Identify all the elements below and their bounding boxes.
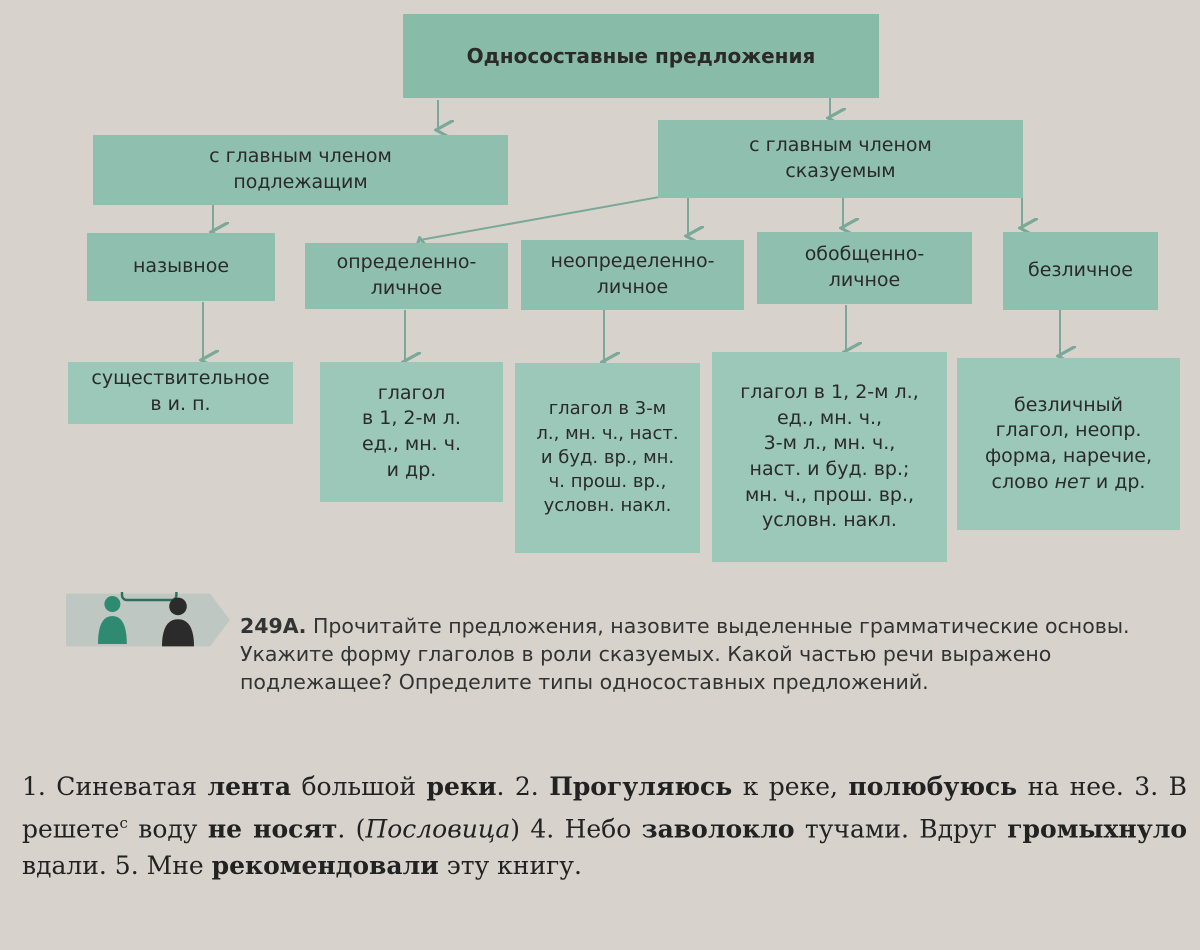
grammar-base: рекомендовали	[211, 851, 439, 881]
form-generalized-label: глагол в 1, 2-м л., ед., мн. ч., 3-м л.,…	[740, 381, 919, 532]
type-impersonal-box: безличное	[1003, 232, 1158, 310]
grammar-base: реки	[426, 772, 497, 801]
form-impersonal-main: безличный глагол, неопр. форма, наречие,…	[984, 393, 1153, 493]
speech-bubble-icon	[120, 592, 178, 602]
type-generalized-box: обобщенно- личное	[757, 232, 972, 304]
form-impersonal-text: безличный глагол, неопр. форма, наречие,…	[985, 393, 1152, 496]
type-nominative-label: назывное	[132, 255, 230, 278]
person-teal-icon	[98, 596, 127, 644]
sentence-text: воду	[127, 814, 208, 844]
task-249a: 249А. Прочитайте предложения, назовите в…	[240, 612, 1185, 696]
arrow-predicate-definite	[420, 195, 666, 240]
subject-main-label: с главным членом подлежащим	[209, 145, 392, 193]
source-label: Пословица	[365, 814, 511, 844]
root-label: Односоставные предложения	[466, 43, 816, 68]
form-impersonal-italic: нет	[1054, 470, 1090, 493]
type-definite-box: определенно- личное	[305, 243, 508, 309]
form-generalized-box: глагол в 1, 2-м л., ед., мн. ч., 3-м л.,…	[712, 352, 947, 562]
discussion-banner	[66, 592, 230, 647]
form-impersonal-box: безличный глагол, неопр. форма, наречие,…	[957, 358, 1180, 530]
sentence-text: эту книгу.	[438, 851, 582, 881]
grammar-base: не носят	[207, 814, 338, 844]
type-nominative-box: назывное	[87, 233, 275, 301]
sentence-text: 1. Синеватая	[22, 772, 208, 801]
sentence-text: вдали. 5. Мне	[22, 851, 212, 881]
sentence-text: тучами. Вдруг	[794, 814, 1008, 844]
form-definite-box: глагол в 1, 2-м л. ед., мн. ч. и др.	[320, 362, 503, 502]
diagram-arrows	[0, 85, 1200, 600]
grammar-base: заволокло	[641, 814, 795, 844]
exercise-sentences: 1. Синеватая лента большой реки. 2. Прог…	[22, 768, 1187, 884]
sentence-text: . (	[337, 814, 366, 844]
sentence-text: на нее. 3. В решете	[22, 772, 1187, 844]
form-nominative-label: существительное в и. п.	[91, 367, 270, 415]
form-definite-label: глагол в 1, 2-м л. ед., мн. ч. и др.	[361, 381, 462, 481]
sentence-text: большой	[291, 772, 427, 801]
sentence-text: . 2.	[496, 772, 550, 801]
person-dark-icon	[162, 597, 194, 647]
form-impersonal-end: и др.	[1089, 470, 1146, 493]
grammar-base: Прогуляюсь	[549, 772, 733, 801]
task-text: Прочитайте предложения, назовите выделен…	[240, 614, 1130, 694]
grammar-base: лента	[207, 772, 292, 801]
task-number: 249А.	[240, 614, 307, 638]
predicate-main-label: с главным членом сказуемым	[749, 134, 932, 182]
form-nominative-box: существительное в и. п.	[68, 362, 293, 424]
type-indefinite-box: неопределенно- личное	[521, 240, 744, 310]
form-indefinite-box: глагол в 3-м л., мн. ч., наст. и буд. вр…	[515, 363, 700, 553]
type-indefinite-label: неопределенно- личное	[550, 250, 715, 298]
grammar-base: полюбуюсь	[848, 772, 1018, 801]
form-indefinite-label: глагол в 3-м л., мн. ч., наст. и буд. вр…	[536, 398, 679, 517]
sentence-text: ) 4. Небо	[510, 814, 642, 844]
type-definite-label: определенно- личное	[336, 251, 477, 299]
footnote-mark: с	[119, 814, 128, 832]
subject-main-box: с главным членом подлежащим	[93, 135, 508, 205]
predicate-main-box: с главным членом сказуемым	[658, 120, 1023, 198]
sentence-text: к реке,	[732, 772, 849, 801]
root-box: Односоставные предложения	[403, 14, 879, 98]
type-generalized-label: обобщенно- личное	[804, 243, 925, 291]
banner-arrow-shape	[66, 593, 230, 647]
grammar-base: громыхнуло	[1007, 814, 1187, 844]
type-impersonal-label: безличное	[1028, 259, 1133, 282]
